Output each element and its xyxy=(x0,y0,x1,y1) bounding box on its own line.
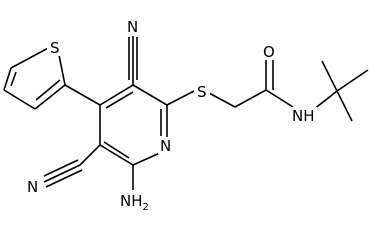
atom-amide-nh: NH xyxy=(292,107,315,125)
bond-thiophene-c2-c3-inner xyxy=(35,79,61,101)
atom-amino-nh2: NH2 xyxy=(120,192,149,213)
bond-pyr-c6-c5 xyxy=(99,144,134,166)
molecule-structure: S N S O N NH N NH2 xyxy=(3,17,369,215)
bonds xyxy=(3,36,369,190)
bond-nitrile-left-a xyxy=(43,164,81,183)
bond-c5-cn xyxy=(79,144,101,166)
atom-amino-nh: NH xyxy=(120,192,143,210)
bond-pyr-c4-c3 xyxy=(99,84,134,106)
bond-thiophene-c3-c4 xyxy=(3,89,36,110)
bond-pyr-c3-c2 xyxy=(132,84,168,106)
bond-thiophene-c4-c5 xyxy=(3,67,12,91)
bond-nh-ctbu xyxy=(312,90,338,111)
bond-nitrile-left-b xyxy=(43,159,79,177)
atom-amino-subscript: 2 xyxy=(143,202,149,213)
bond-tbu-me3 xyxy=(336,90,353,122)
bond-thiophene-c2-c3 xyxy=(34,84,66,110)
bond-tbu-me2 xyxy=(336,69,369,92)
atom-sulfur-thiophene: S xyxy=(50,39,60,57)
bond-thiophene-c5-s xyxy=(10,45,53,69)
bond-nitrile-left-c xyxy=(45,169,83,188)
atom-nitrile-top-n: N xyxy=(127,18,138,36)
atom-pyridine-n: N xyxy=(160,137,171,155)
atom-labels: S N S O N NH N NH2 xyxy=(25,17,317,215)
bond-pyr-c6-c5-inner xyxy=(103,141,130,159)
bond-ch2-co xyxy=(234,89,267,108)
bond-thiophene-c4-c5-inner xyxy=(10,71,17,87)
bond-thiophene-pyridine xyxy=(64,84,101,106)
bond-pyr-n1-c6 xyxy=(132,151,163,166)
bond-co-nh xyxy=(265,89,294,108)
atom-sulfur-thioether: S xyxy=(197,83,207,101)
atom-nitrile-left-n: N xyxy=(27,178,38,196)
atom-carbonyl-o: O xyxy=(263,43,275,61)
bond-pyr-c4-c3-inner xyxy=(105,91,134,109)
bond-tbu-me1 xyxy=(321,60,338,92)
bond-s-ch2 xyxy=(208,92,236,108)
bond-c2-s xyxy=(166,89,197,106)
